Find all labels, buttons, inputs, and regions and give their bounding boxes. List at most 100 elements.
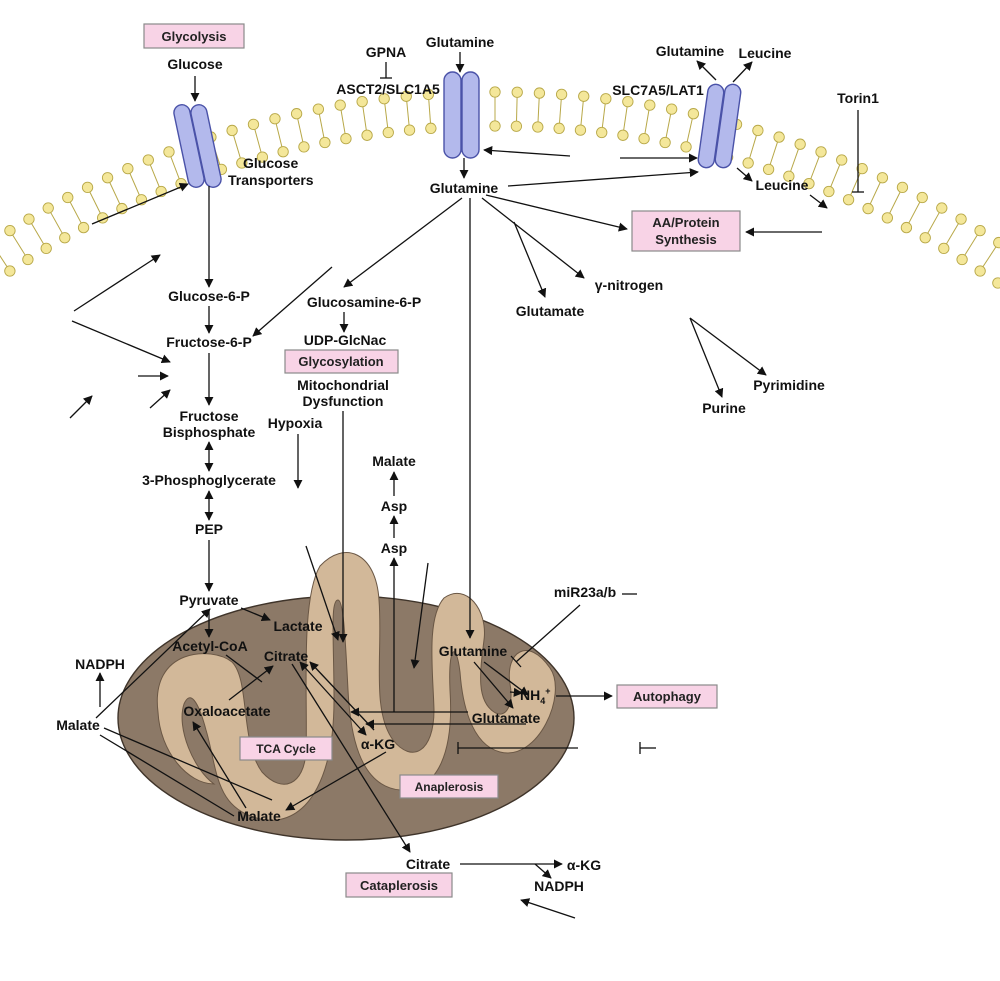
lipid-head (916, 191, 928, 204)
lipid-head (876, 172, 889, 184)
lipid-head (742, 157, 754, 169)
lipid-head (842, 194, 855, 206)
tag-glycolysis: Glycolysis (161, 29, 226, 44)
lipid-tail (558, 94, 563, 129)
label-oxaloacetate: Oxaloacetate (183, 703, 270, 719)
lipid-tail (848, 168, 863, 200)
tag-box-cataplerosis (345, 872, 453, 898)
lipid-head (815, 146, 827, 158)
lat1-transporter-icon (697, 83, 742, 169)
label-acetyl-coa: Acetyl-CoA (172, 638, 247, 654)
lipid-head (116, 202, 128, 215)
label-pyrimidine: Pyrimidine (753, 377, 825, 393)
lipid-head (62, 191, 74, 204)
lipid-tail (515, 92, 518, 127)
lipid-tail (601, 98, 607, 133)
lipid-head (533, 87, 546, 99)
lipid-tail (87, 187, 104, 219)
lipid-head (511, 86, 523, 98)
label-purine: Purine (702, 400, 746, 416)
tag-box-glycosylation (284, 349, 399, 374)
lipid-tail (643, 105, 651, 139)
label-glucose-transporters-2: Transporters (228, 172, 314, 188)
lipid-head (617, 129, 629, 141)
lipid-tail (0, 255, 11, 272)
pathway-arrows (69, 52, 864, 919)
lipid-head (992, 277, 1000, 289)
lipid-head (862, 202, 874, 215)
lipid-head (956, 253, 968, 266)
lipid-tail (664, 109, 673, 143)
tag-aa-protein-2: Synthesis (655, 232, 716, 247)
lipid-head (42, 202, 54, 214)
tag-anaplerosis: Anaplerosis (415, 780, 484, 794)
lipid-head (532, 121, 544, 133)
label-fructose-6-p: Fructose-6-P (166, 334, 252, 350)
lipid-head (256, 151, 269, 163)
label-mitochondrial-dysfunction-2: Dysfunction (303, 393, 384, 409)
label-glucose-6-p: Glucose-6-P (168, 288, 250, 304)
lipid-head (23, 213, 35, 225)
lipid-head (269, 113, 281, 125)
lipid-head (555, 88, 568, 101)
label-3-phosphoglycerate: 3-Phosphoglycerate (142, 472, 276, 488)
lipid-tail (107, 177, 123, 209)
lipid-head (919, 232, 931, 244)
tag-box-aa-protein (631, 210, 741, 252)
lipid-head (659, 136, 671, 149)
lipid-head (382, 126, 394, 139)
lipid-tail (168, 151, 182, 184)
label-asp-1: Asp (381, 498, 407, 514)
lipid-head (553, 122, 565, 134)
lipid-tail (427, 94, 432, 129)
lipid-head (403, 124, 416, 136)
lipid-head (40, 242, 52, 255)
lipid-tail (28, 218, 47, 249)
label-glutamine-top: Glutamine (426, 34, 495, 50)
lipid-head (489, 120, 501, 132)
label-lactate: Lactate (273, 618, 322, 634)
lipid-head (312, 103, 325, 115)
lipid-tail (579, 96, 585, 131)
lipid-head (783, 170, 795, 182)
lipid-head (122, 162, 134, 175)
glucose-transporter-icon (173, 104, 222, 188)
lipid-head (836, 154, 848, 166)
lipid-tail (685, 113, 694, 148)
lipid-head (578, 90, 590, 102)
lipid-head (400, 90, 412, 102)
tag-box-autophagy (616, 684, 718, 709)
label-glucosamine-6-p: Glucosamine-6-P (307, 294, 421, 310)
tag-tca-cycle: TCA Cycle (256, 742, 316, 756)
tag-cataplerosis: Cataplerosis (360, 878, 438, 893)
lipid-head (101, 172, 114, 184)
label-glutamate-cyto: Glutamate (516, 303, 585, 319)
lipid-head (896, 181, 909, 194)
lipid-tail (537, 93, 540, 128)
label-asct2: ASCT2/SLC1A5 (336, 81, 440, 97)
lipid-head (247, 118, 260, 130)
label-citrate-cyto: Citrate (406, 856, 451, 872)
lipid-tail (67, 197, 85, 228)
lipid-head (823, 185, 835, 198)
label-nadph-left: NADPH (75, 656, 125, 672)
lipid-head (665, 103, 678, 115)
lipid-head (226, 124, 238, 137)
lipid-tail (828, 159, 843, 192)
lipid-head (425, 122, 437, 134)
lipid-head (680, 141, 692, 153)
lipid-tail (296, 113, 305, 148)
lipid-head (936, 202, 948, 214)
lipid-head (600, 93, 612, 105)
lipid-tail (405, 96, 411, 131)
label-glutamate-mito: Glutamate (472, 710, 541, 726)
tag-box-tca-cycle (239, 736, 333, 761)
lipid-head (334, 99, 346, 111)
lipid-head (803, 177, 815, 190)
lipid-head (596, 126, 608, 139)
label-pep: PEP (195, 521, 223, 537)
label-akg-mito: α-KG (361, 736, 395, 752)
label-akg-cyto: α-KG (567, 857, 601, 873)
lipid-tail (747, 130, 759, 164)
